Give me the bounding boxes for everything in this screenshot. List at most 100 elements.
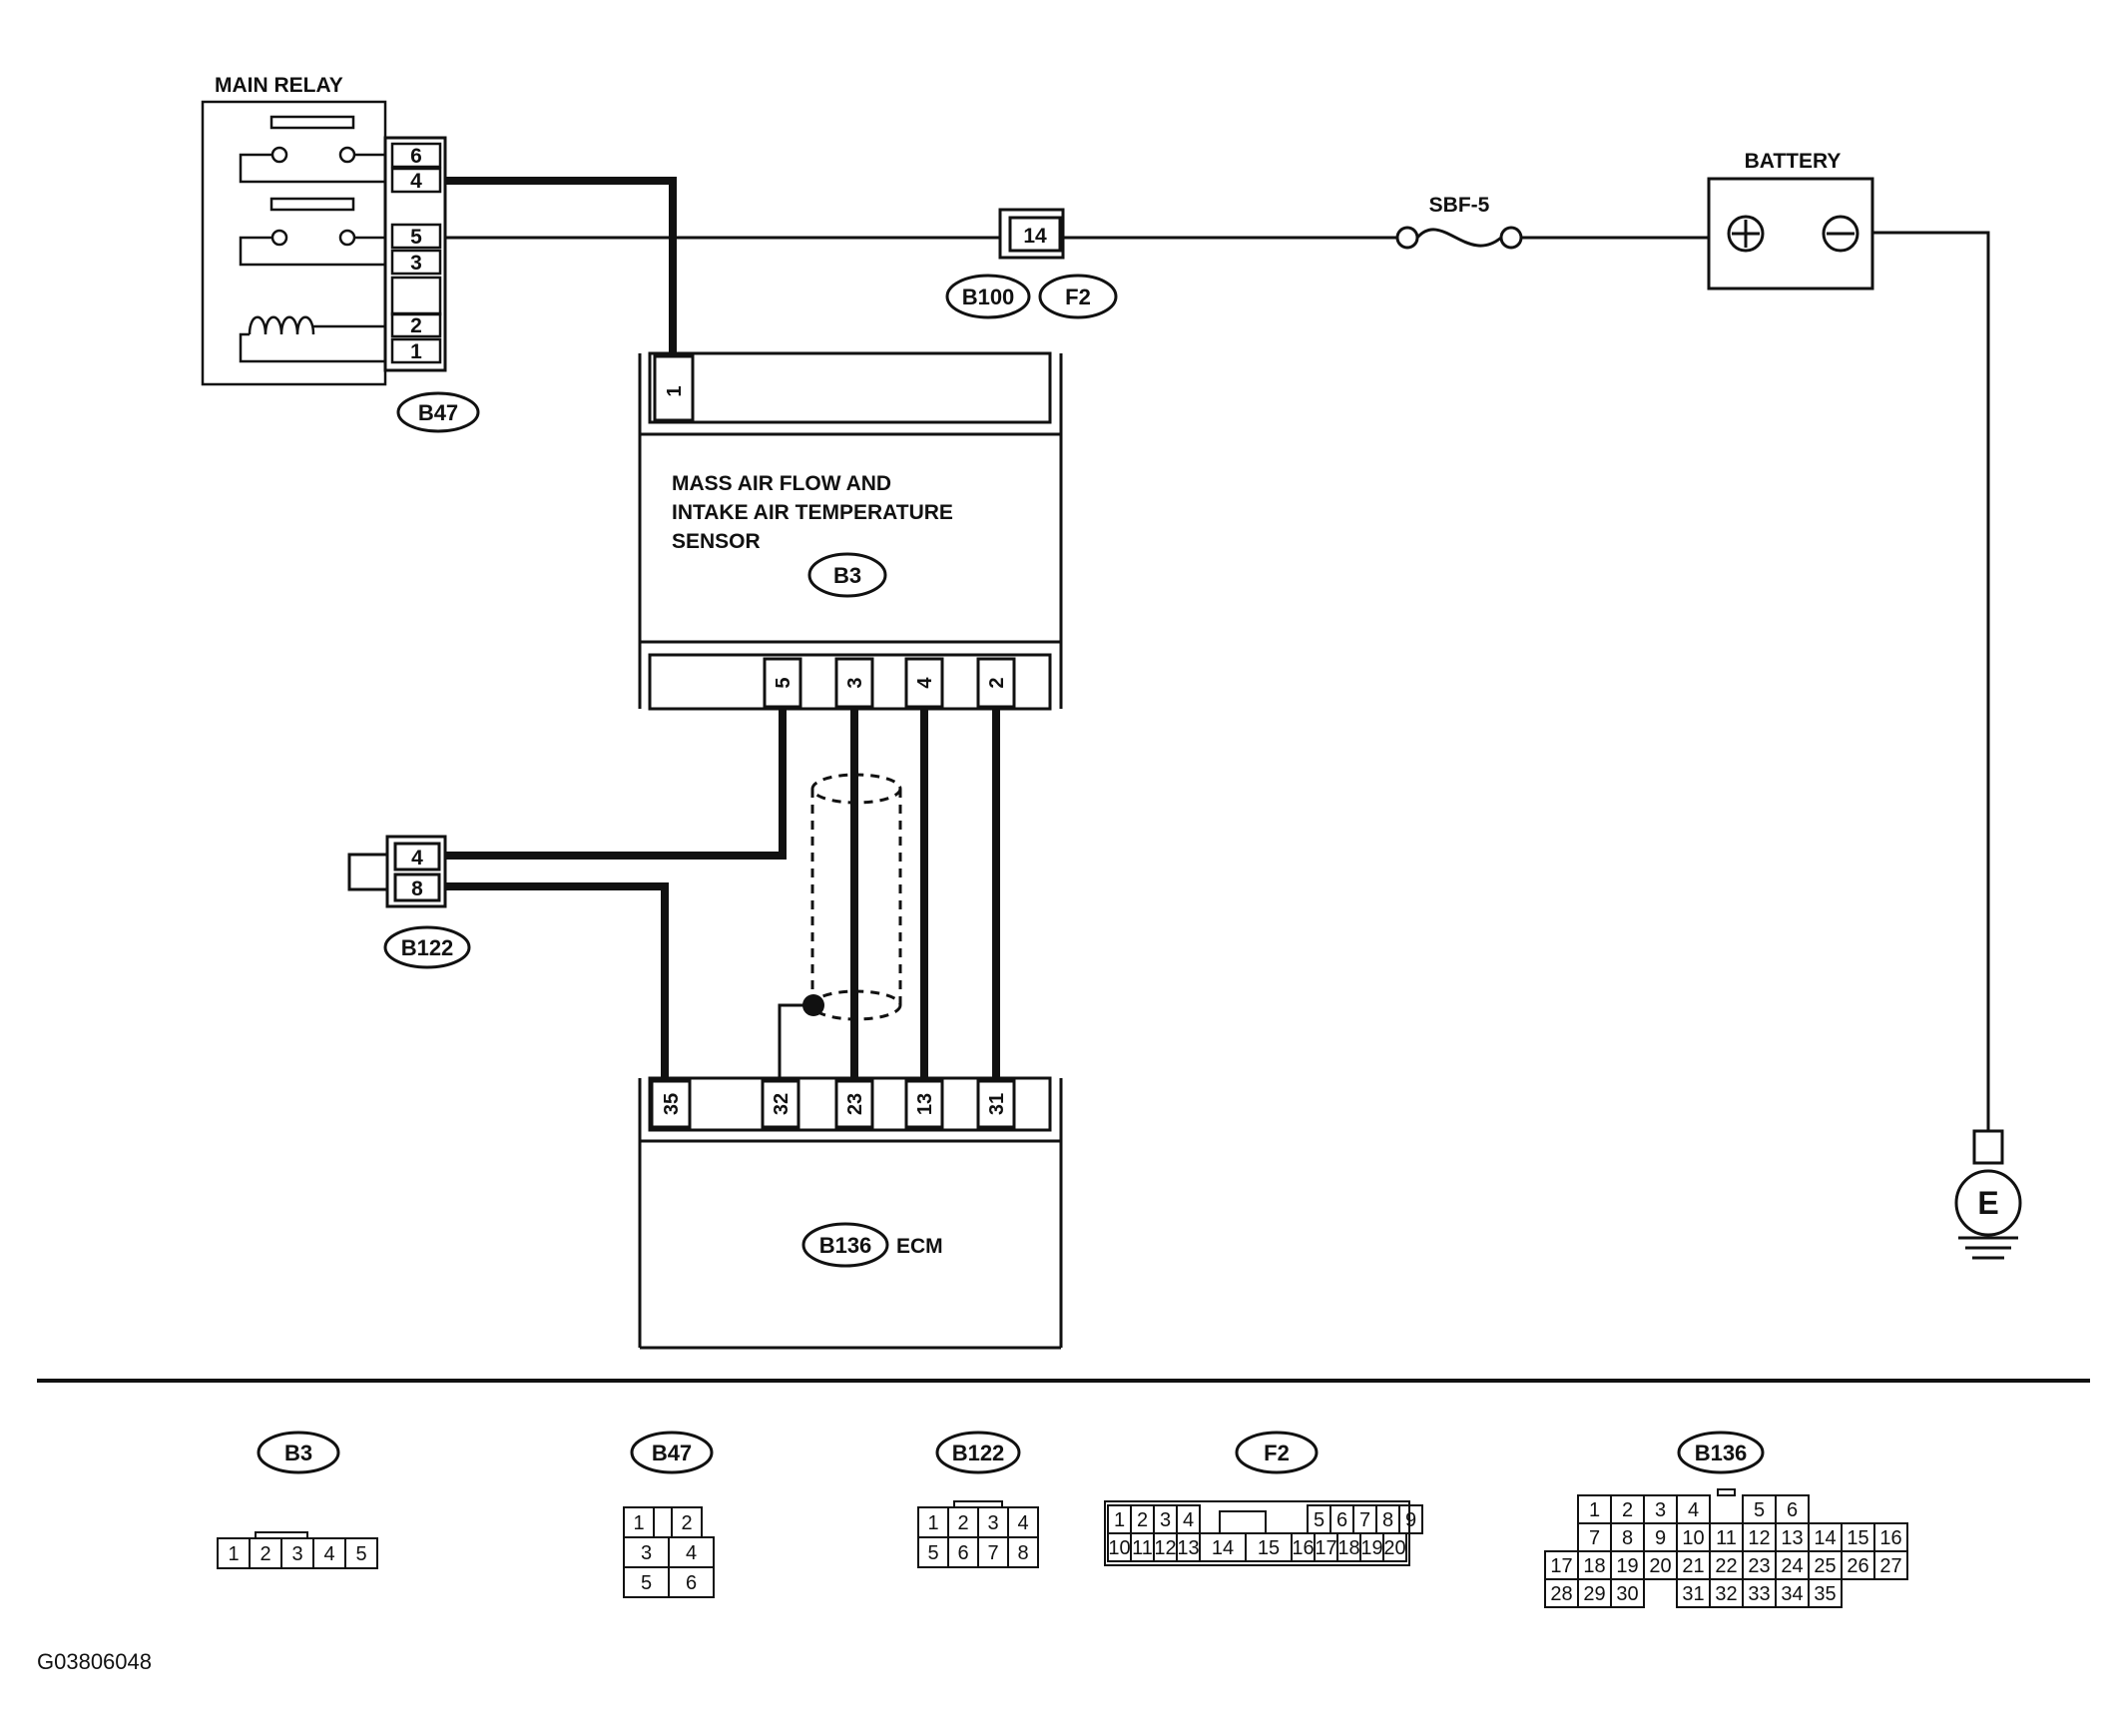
connector-cavity (1873, 1550, 1908, 1580)
b122-connector (347, 835, 447, 908)
connector-cavity (1610, 1578, 1645, 1608)
cavity-number: 4 (1688, 1499, 1699, 1521)
cavity-number: 13 (1177, 1537, 1199, 1559)
cavity-number: 24 (1781, 1555, 1803, 1577)
cavity-number: 23 (1748, 1555, 1770, 1577)
ground-label: E (1977, 1185, 1998, 1221)
wires-top (445, 177, 1990, 1131)
connector-cavity (668, 1566, 715, 1598)
cavity-number: 3 (987, 1512, 998, 1534)
cavity-number: 12 (1748, 1527, 1770, 1549)
maf-pin: 1 (664, 385, 686, 396)
cavity-number: 14 (1814, 1527, 1836, 1549)
cavity-number: 2 (681, 1512, 692, 1534)
relay-pin: 1 (410, 340, 422, 363)
cavity-number: 6 (1336, 1509, 1347, 1531)
cavity-number: 34 (1781, 1583, 1803, 1605)
cavity-number: 21 (1682, 1555, 1704, 1577)
cavity-number: 33 (1748, 1583, 1770, 1605)
connector-tag-label: B122 (952, 1441, 1005, 1465)
cavity-number: 22 (1715, 1555, 1737, 1577)
figure-id: G03806048 (37, 1649, 152, 1674)
cavity-number: 5 (355, 1543, 366, 1565)
cavity-number: 1 (633, 1512, 644, 1534)
fuse-sbf5 (1395, 226, 1523, 250)
cavity-number: 15 (1847, 1527, 1868, 1549)
relay-pin: 4 (410, 170, 422, 193)
cavity-number: 17 (1550, 1555, 1572, 1577)
connector-cavity (1007, 1536, 1039, 1568)
cavity-number: 19 (1360, 1537, 1382, 1559)
cavity-number: 2 (260, 1543, 270, 1565)
cavity-number: 5 (927, 1542, 938, 1564)
svg-text:F2: F2 (1065, 285, 1091, 309)
cavity-number: 13 (1781, 1527, 1803, 1549)
ecm-pin: 13 (914, 1093, 936, 1115)
cavity-number: 17 (1315, 1537, 1336, 1559)
connector-tag-oval (935, 1431, 1021, 1474)
cavity-number: 9 (1655, 1527, 1666, 1549)
cavity-number: 6 (1787, 1499, 1798, 1521)
connector-cavity (344, 1537, 378, 1569)
cavity-number: 14 (1212, 1537, 1234, 1559)
b122-pin: 4 (411, 847, 423, 869)
relay-pin: 5 (410, 226, 422, 249)
cavity-number: 12 (1154, 1537, 1176, 1559)
cavity-number: 32 (1715, 1583, 1737, 1605)
maf-sensor (638, 351, 1063, 711)
cavity-number: 26 (1847, 1555, 1868, 1577)
ecm-pin: 31 (986, 1093, 1008, 1115)
connector-tag-b136: B136 (801, 1222, 889, 1268)
ecm-pin: 23 (844, 1093, 866, 1115)
connector-cavity (1808, 1578, 1843, 1608)
cavity-number: 4 (686, 1542, 697, 1564)
relay-pin: 6 (410, 145, 422, 168)
cavity-number: 16 (1879, 1527, 1901, 1549)
maf-title-line: INTAKE AIR TEMPERATURE (672, 501, 953, 524)
joint-connector-14 (998, 208, 1065, 260)
maf-title-line: SENSOR (672, 530, 761, 553)
cavity-number: 18 (1337, 1537, 1359, 1559)
connector-tag-b100: B100 (945, 274, 1031, 319)
connector-tag-label: F2 (1264, 1441, 1290, 1465)
cavity-number: 3 (291, 1543, 302, 1565)
cavity-number: 1 (927, 1512, 938, 1534)
shield-ground-junction (802, 994, 824, 1016)
cavity-number: 6 (957, 1542, 968, 1564)
cavity-number: 30 (1616, 1583, 1638, 1605)
ecm (638, 1076, 1063, 1350)
cavity-number: 8 (1017, 1542, 1028, 1564)
main-relay-pins: 6 4 5 3 2 1 (410, 145, 422, 363)
connector-tag-oval (1677, 1431, 1765, 1474)
cavity-number: 19 (1616, 1555, 1638, 1577)
cavity-number: 1 (228, 1543, 239, 1565)
connector-tag-b3: B3 (807, 552, 887, 598)
svg-text:B47: B47 (418, 400, 458, 425)
connector-tag-oval (1235, 1431, 1319, 1474)
cavity-number: 28 (1550, 1583, 1572, 1605)
connector-tag-label: B136 (1695, 1441, 1748, 1465)
cavity-number: 27 (1879, 1555, 1901, 1577)
connector-cavity (653, 1506, 673, 1538)
connector-tag-b122: B122 (383, 925, 471, 969)
fuse-label: SBF-5 (1429, 194, 1490, 217)
cavity-number: 2 (1137, 1509, 1148, 1531)
cavity-number: 15 (1258, 1537, 1280, 1559)
ground-symbol (1954, 1129, 2022, 1260)
cavity-number: 2 (957, 1512, 968, 1534)
joint-pin: 14 (1023, 225, 1047, 248)
svg-text:B3: B3 (833, 563, 861, 588)
cavity-number: 16 (1292, 1537, 1314, 1559)
cavity-number: 5 (641, 1572, 652, 1594)
cavity-number: 9 (1405, 1509, 1416, 1531)
cavity-number: 7 (1359, 1509, 1370, 1531)
wires-harness (445, 709, 1000, 1078)
maf-title-line: MASS AIR FLOW AND (672, 472, 891, 495)
cavity-number: 18 (1583, 1555, 1605, 1577)
svg-text:B136: B136 (819, 1233, 872, 1258)
